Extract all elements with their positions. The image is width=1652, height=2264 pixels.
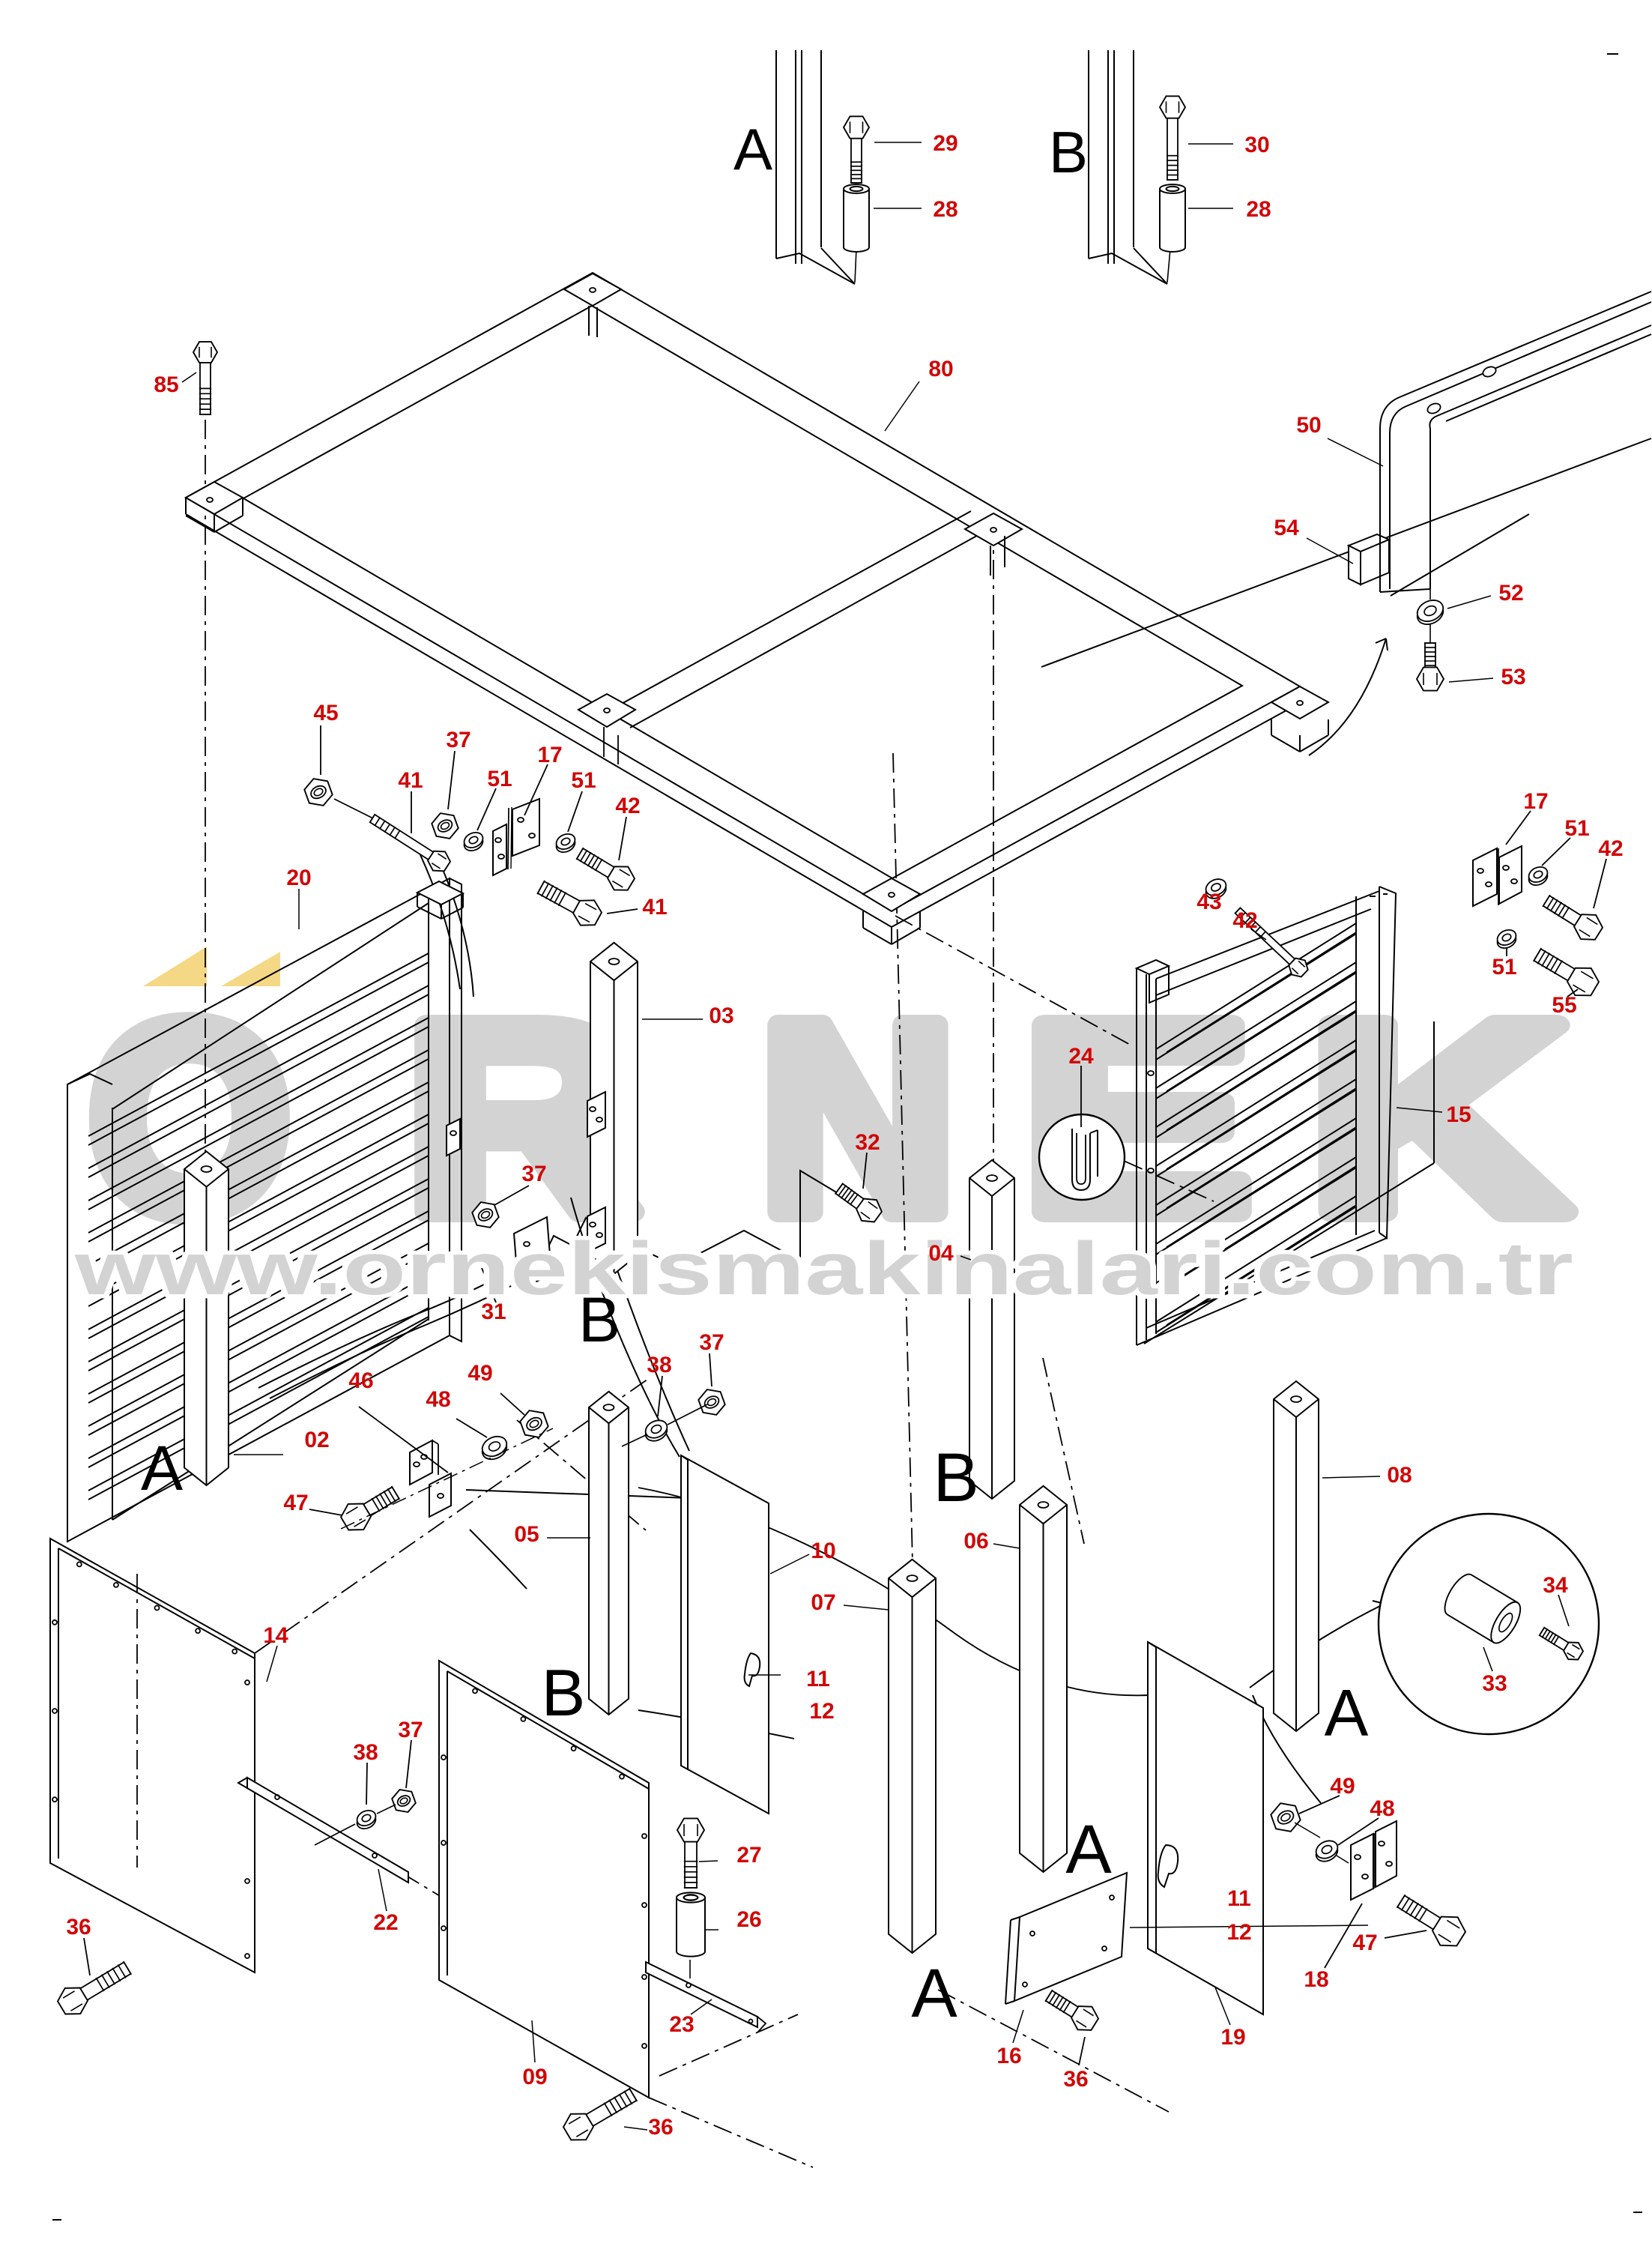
svg-text:38: 38 [353,1740,378,1765]
svg-text:11: 11 [1227,1886,1251,1911]
svg-text:36: 36 [648,2115,673,2140]
svg-text:A: A [733,116,772,182]
svg-text:54: 54 [1274,516,1299,540]
svg-text:34: 34 [1543,1573,1568,1598]
svg-text:85: 85 [154,372,178,397]
svg-text:32: 32 [855,1130,880,1155]
svg-text:A: A [1325,1676,1369,1750]
svg-text:17: 17 [1523,789,1548,814]
svg-text:09: 09 [522,2065,547,2089]
svg-text:03: 03 [709,1003,733,1028]
svg-text:10: 10 [811,1539,835,1563]
svg-text:48: 48 [1370,1796,1394,1821]
svg-text:37: 37 [521,1162,546,1186]
svg-text:37: 37 [446,728,471,752]
svg-text:O: O [88,966,291,1270]
svg-text:B: B [1049,119,1088,185]
svg-text:22: 22 [373,1910,398,1935]
svg-text:26: 26 [736,1907,761,1932]
svg-text:51: 51 [1564,816,1589,841]
svg-text:31: 31 [481,1299,506,1324]
svg-text:06: 06 [963,1529,988,1554]
svg-text:B: B [933,1440,978,1516]
svg-text:17: 17 [537,743,562,767]
svg-text:12: 12 [809,1699,834,1724]
svg-text:43: 43 [1196,890,1221,914]
svg-text:51: 51 [571,768,596,793]
svg-text:48: 48 [426,1387,450,1412]
svg-text:52: 52 [1498,581,1523,606]
svg-text:15: 15 [1446,1102,1471,1127]
svg-text:38: 38 [647,1353,671,1377]
svg-text:37: 37 [699,1330,724,1355]
svg-text:28: 28 [933,197,957,222]
svg-text:51: 51 [487,767,512,791]
svg-text:18: 18 [1304,1967,1328,1992]
svg-text:07: 07 [811,1590,835,1615]
svg-text:36: 36 [66,1915,91,1940]
svg-text:27: 27 [736,1843,761,1868]
svg-text:20: 20 [286,866,311,890]
svg-text:A: A [141,1433,183,1503]
svg-text:04: 04 [928,1241,954,1266]
svg-text:A: A [911,1955,957,2032]
svg-text:55: 55 [1552,993,1576,1018]
svg-text:K: K [1308,966,1568,1270]
svg-text:51: 51 [1492,955,1516,979]
svg-text:14: 14 [263,1623,288,1648]
svg-text:02: 02 [304,1428,329,1452]
svg-text:33: 33 [1482,1671,1507,1696]
svg-text:30: 30 [1244,133,1269,157]
svg-text:11: 11 [806,1667,830,1691]
svg-text:42: 42 [615,794,640,818]
svg-text:28: 28 [1246,197,1271,222]
svg-text:47: 47 [1352,1931,1377,1955]
svg-text:47: 47 [283,1491,308,1515]
svg-text:36: 36 [1063,2067,1088,2092]
svg-text:41: 41 [642,895,667,920]
svg-text:46: 46 [348,1368,373,1393]
svg-text:19: 19 [1220,2025,1245,2050]
svg-text:80: 80 [928,357,953,381]
svg-text:B: B [578,1285,620,1355]
svg-text:50: 50 [1296,413,1321,438]
svg-text:B: B [542,1655,586,1730]
svg-text:N: N [760,966,956,1270]
svg-text:37: 37 [398,1718,423,1742]
svg-text:49: 49 [1330,1774,1355,1799]
svg-text:www.ornekismakinalari.com.tr: www.ornekismakinalari.com.tr [74,1227,1573,1311]
svg-text:16: 16 [996,2044,1021,2068]
svg-text:41: 41 [398,768,423,793]
svg-text:12: 12 [1226,1920,1251,1945]
svg-text:49: 49 [468,1361,492,1386]
svg-text:A: A [1065,1811,1112,1888]
svg-text:24: 24 [1068,1044,1094,1069]
svg-text:05: 05 [514,1522,539,1547]
svg-text:29: 29 [933,131,957,156]
svg-text:53: 53 [1501,665,1525,689]
svg-text:08: 08 [1387,1463,1412,1488]
svg-text:42: 42 [1598,836,1623,861]
svg-text:45: 45 [313,701,338,725]
svg-text:42: 42 [1232,908,1257,933]
svg-text:23: 23 [669,2012,694,2037]
